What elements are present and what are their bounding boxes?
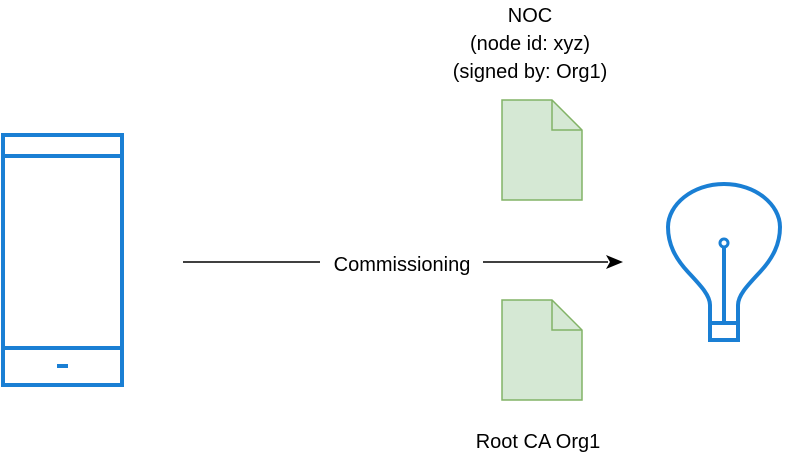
root-ca-document-icon[interactable] <box>501 299 583 401</box>
phone-body <box>1 133 124 387</box>
lightbulb-filament-top <box>718 237 730 249</box>
root-ca-document-fold <box>551 300 582 331</box>
noc-label-line-2: (node id: xyz) <box>470 33 590 55</box>
commissioning-label: Commissioning <box>334 254 471 276</box>
lightbulb-bulb <box>666 182 782 325</box>
commissioning-label-bg <box>320 250 483 276</box>
noc-label-line-1: NOC <box>508 5 552 27</box>
noc-label-line-3: (signed by: Org1) <box>453 61 608 83</box>
noc-document-fold <box>551 100 582 131</box>
noc-document-icon[interactable] <box>501 99 583 201</box>
lightbulb-base <box>708 321 740 342</box>
commissioning-edge[interactable]: Commissioning <box>183 250 623 276</box>
lightbulb-icon[interactable] <box>666 182 782 342</box>
noc-document-body <box>501 99 583 201</box>
arrowhead-icon <box>606 255 623 269</box>
root-ca-document-body <box>501 299 583 401</box>
root-ca-label: Root CA Org1 <box>476 431 601 453</box>
smartphone-icon[interactable] <box>1 133 124 387</box>
noc-label: NOC (node id: xyz) (signed by: Org1) <box>453 5 608 83</box>
